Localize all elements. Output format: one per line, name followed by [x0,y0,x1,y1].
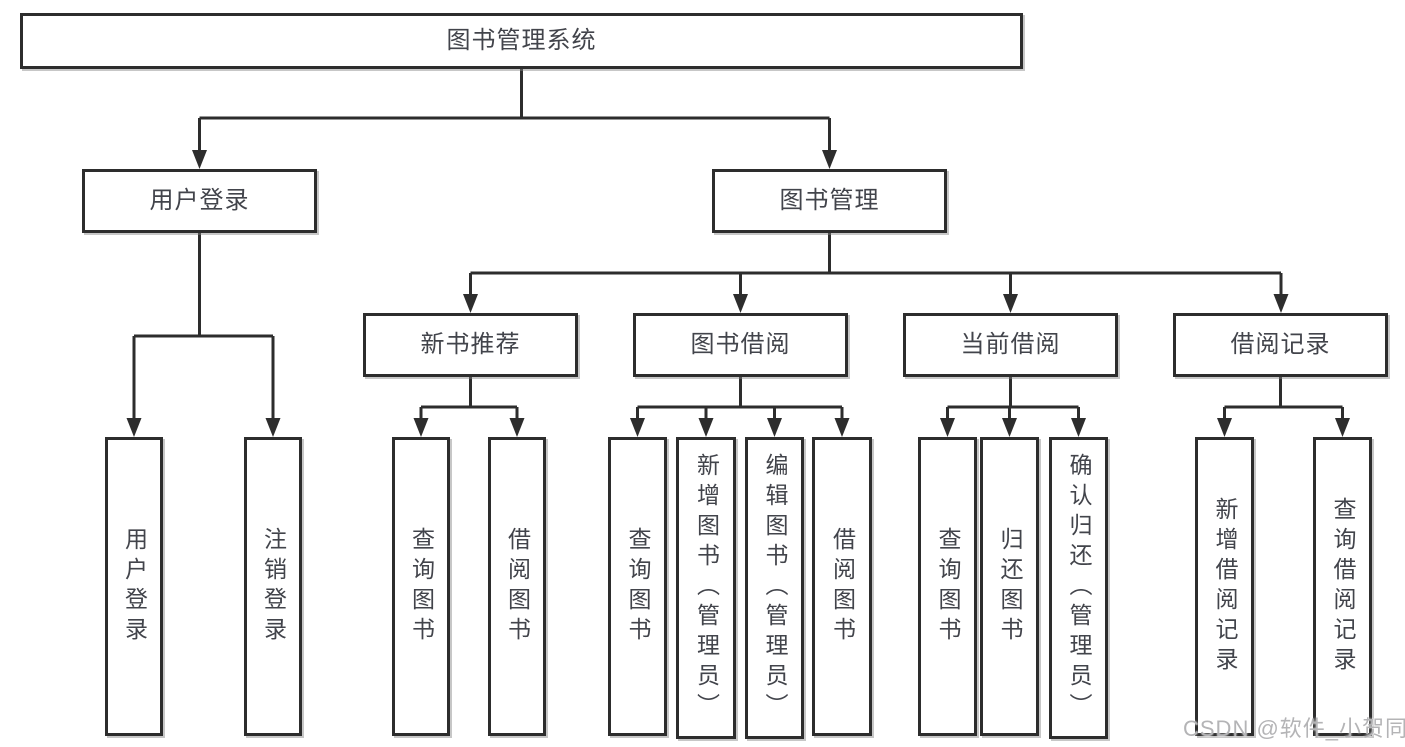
leaf-query-books-1-label: 查询图书 [408,526,435,647]
node-new-book-recommend: 新书推荐 [363,313,578,377]
leaf-logout: 注销登录 [244,437,302,736]
node-library-system: 图书管理系统 [20,13,1023,69]
leaf-edit-books-admin: 编辑图书（管理员） [745,437,804,739]
arrowhead-icon [265,418,281,437]
node-book-borrow-label: 图书借阅 [690,331,791,358]
arrowhead-icon [1273,294,1289,313]
leaf-logout-label: 注销登录 [260,526,287,647]
leaf-query-books-3-label: 查询图书 [935,526,961,647]
leaf-add-borrow-record: 新增借阅记录 [1195,437,1254,736]
leaf-borrow-books-2: 借阅图书 [812,437,872,736]
leaf-query-borrow-record: 查询借阅记录 [1313,437,1372,736]
leaf-add-books-admin: 新增图书（管理员） [676,437,736,739]
node-book-management-label: 图书管理 [779,187,880,214]
leaf-query-books-2: 查询图书 [608,437,667,736]
node-library-system-label: 图书管理系统 [446,27,597,54]
arrowhead-icon [1335,418,1350,437]
arrowhead-icon [509,418,525,437]
arrowhead-icon [834,418,850,437]
arrowhead-icon [463,294,478,313]
arrowhead-icon [940,418,955,437]
node-user-login-label: 用户登录 [149,187,250,214]
leaf-query-books-3: 查询图书 [918,437,977,736]
node-current-borrow-label: 当前借阅 [960,331,1061,358]
leaf-query-borrow-record-label: 查询借阅记录 [1330,496,1356,677]
arrowhead-icon [733,294,748,313]
arrowhead-icon [1002,418,1017,437]
node-user-login: 用户登录 [82,169,317,233]
arrowhead-icon [126,418,142,437]
leaf-confirm-return-admin: 确认归还（管理员） [1049,437,1108,739]
leaf-add-books-admin-label: 新增图书（管理员） [693,453,720,723]
leaf-return-books-label: 归还图书 [997,526,1023,647]
node-borrow-records: 借阅记录 [1173,313,1388,377]
arrowhead-icon [822,150,837,169]
arrowhead-icon [630,418,645,437]
arrowhead-icon [413,418,429,437]
node-book-management: 图书管理 [712,169,947,233]
leaf-query-books-1: 查询图书 [392,437,450,736]
leaf-user-login-label: 用户登录 [121,526,148,647]
leaf-user-login: 用户登录 [105,437,163,736]
leaf-return-books: 归还图书 [980,437,1039,736]
arrowhead-icon [767,418,782,437]
leaf-query-books-2-label: 查询图书 [625,526,651,647]
arrowhead-icon [1217,418,1232,437]
node-new-book-recommend-label: 新书推荐 [420,331,521,358]
node-borrow-records-label: 借阅记录 [1230,331,1331,358]
leaf-borrow-books-1-label: 借阅图书 [504,526,531,647]
arrowhead-icon [1003,294,1018,313]
arrowhead-icon [192,150,207,169]
leaf-confirm-return-admin-label: 确认归还（管理员） [1066,453,1092,723]
leaf-borrow-books-1: 借阅图书 [488,437,546,736]
leaf-add-borrow-record-label: 新增借阅记录 [1212,496,1238,677]
leaf-borrow-books-2-label: 借阅图书 [829,526,856,647]
arrowhead-icon [698,418,714,437]
arrowhead-icon [1071,418,1086,437]
node-book-borrow: 图书借阅 [633,313,848,377]
leaf-edit-books-admin-label: 编辑图书（管理员） [762,453,788,723]
csdn-watermark: CSDN @软件_小贺同学 [1183,716,1405,741]
node-current-borrow: 当前借阅 [903,313,1118,377]
